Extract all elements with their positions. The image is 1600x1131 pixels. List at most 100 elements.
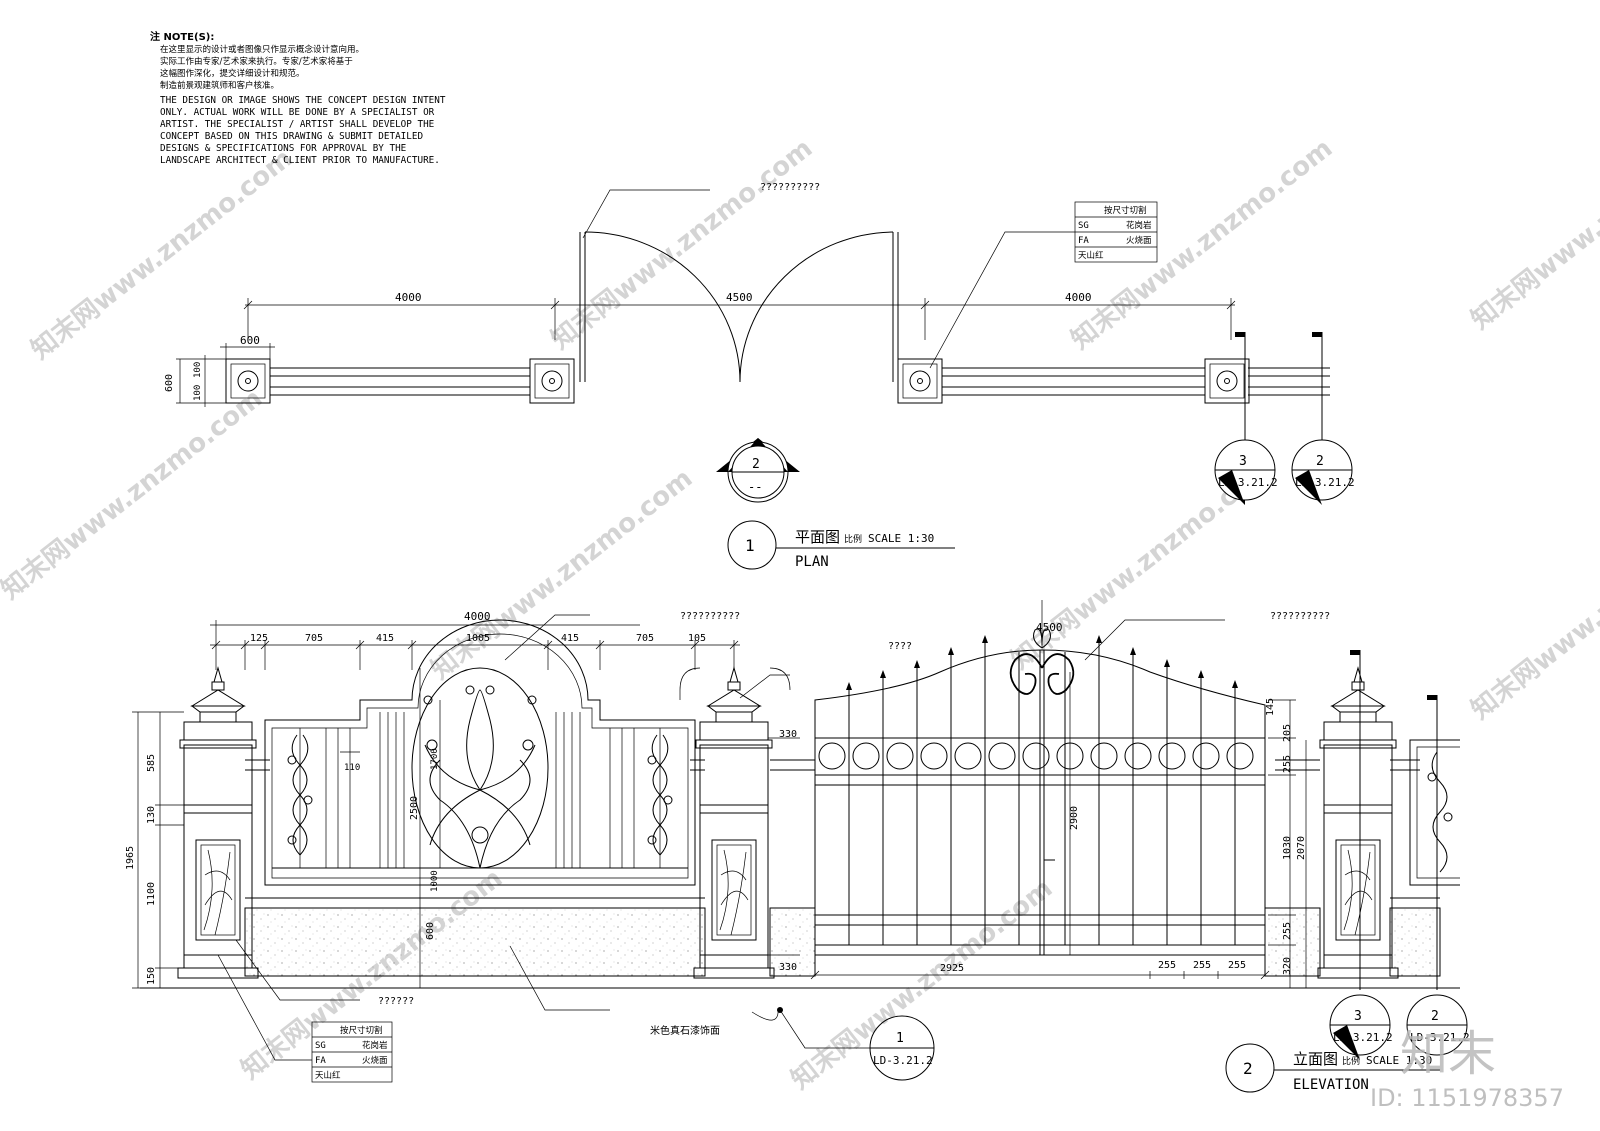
section-num: 1 [896, 1031, 904, 1046]
plan-pier [225, 358, 271, 404]
note-cn-line: 实际工作由专家/艺术家来执行。专家/艺术家将基于 [160, 56, 353, 67]
plan-scale: SCALE 1:30 [868, 532, 934, 545]
elev-dim-inner: 1700 [430, 748, 440, 770]
notes-header: 注 NOTE(S): [150, 30, 214, 43]
plan-dim-depth: 600 [164, 374, 175, 392]
section-marker-elev-2: 2 LD-3.21.2 [1406, 695, 1470, 1056]
elev-dim-total-right: 4500 [1036, 621, 1063, 634]
material-color: 天山红 [1078, 250, 1104, 261]
section-ref: LD-3.21.2 [1410, 1031, 1470, 1044]
gate-ring-row [818, 742, 1254, 770]
material-finish: 火烧面 [1126, 235, 1152, 246]
material-head: 按尺寸切割 [340, 1025, 383, 1036]
plan-gate-callout: ?????????? [760, 182, 820, 193]
elev-dim-inner: 330 [779, 962, 797, 973]
watermark-text: 知末网www.znzmo.com [26, 143, 298, 365]
material-color: 天山红 [315, 1070, 341, 1081]
elev-dim-top: 415 [376, 633, 394, 644]
elev-dim-ticks-top [211, 620, 739, 670]
plan-scale-cn: 比例 [844, 533, 862, 545]
note-cn-line: 在这里显示的设计或者图像只作显示概念设计意向用。 [160, 44, 364, 55]
elev-material-table: 按尺寸切割 SG 花岗岩 FA 火烧面 天山红 [311, 1021, 393, 1083]
note-en-line: LANDSCAPE ARCHITECT & CLIENT PRIOR TO MA… [160, 155, 440, 166]
section-ref: LD-3.21.2 [1218, 476, 1278, 489]
elev-dim-inner: 255 [1158, 960, 1176, 971]
elevation-scale-cn: 比例 [1342, 1055, 1360, 1067]
plan-pier [1204, 358, 1250, 404]
material-finish: 火烧面 [362, 1055, 388, 1066]
plan-dim-left: 4000 [395, 291, 422, 304]
note-en-line: CONCEPT BASED ON THIS DRAWING & SUBMIT D… [160, 131, 423, 142]
gate-spikes [846, 635, 1238, 705]
watermark-text: 知末网www.znzmo.com [1466, 113, 1600, 335]
brand-watermark: 知末 ID: 1151978357 [1370, 1026, 1564, 1112]
section-marker-elev-3: 3 LD-3.21.2 [1329, 650, 1393, 1060]
brand-logo: 知末 [1400, 1026, 1496, 1082]
section-ref: -- [748, 480, 762, 494]
elevation-title-en: ELEVATION [1293, 1077, 1369, 1093]
elevation-title-cn: 立面图 [1293, 1050, 1338, 1068]
material-name: 花岗岩 [1126, 220, 1152, 231]
ornamental-fence-panel [264, 619, 696, 886]
section-num: 3 [1239, 454, 1247, 469]
elev-dim-total-left: 4000 [464, 610, 491, 623]
elev-dim-inner: 110 [344, 763, 360, 773]
note-en-line: ONLY. ACTUAL WORK WILL BE DONE BY A SPEC… [160, 107, 435, 118]
plan-title-cn: 平面图 [795, 528, 840, 546]
side-scroll-ornament [647, 734, 673, 856]
note-cn-line: 制造前景观建筑师和客户核准。 [160, 80, 279, 91]
material-code: SG [1078, 221, 1089, 231]
section-ref: LD-3.21.2 [873, 1054, 933, 1067]
elevation-title-num: 2 [1243, 1059, 1253, 1078]
section-num: 3 [1354, 1009, 1362, 1024]
section-marker-plan-2: 2 -- [716, 438, 800, 503]
elev-dim-left: 585 [146, 754, 157, 772]
plan-dim-pier: 600 [240, 334, 260, 347]
elev-dim-inner: 600 [425, 922, 436, 940]
elev-dim-inner: 2500 [409, 796, 420, 820]
main-gate [814, 628, 1266, 956]
section-num: 2 [1316, 454, 1324, 469]
notes-block: 注 NOTE(S): 在这里显示的设计或者图像只作显示概念设计意向用。 实际工作… [150, 30, 446, 166]
note-en-line: DESIGNS & SPECIFICATIONS FOR APPROVAL BY… [160, 143, 406, 154]
elev-dim-inner: 330 [779, 729, 797, 740]
section-marker-plan-2b: 2 LD-3.21.2 [1291, 332, 1355, 505]
material-code: SG [315, 1041, 326, 1051]
plan-title: 1 平面图 比例 SCALE 1:30 PLAN [727, 520, 955, 570]
elev-dim-left-total: 1965 [125, 846, 136, 870]
elev-dim-top: 415 [561, 633, 579, 644]
elevation-title: 2 立面图 比例 SCALE 1:30 ELEVATION [1225, 1043, 1440, 1093]
elevation-view: 4000 125 705 415 1005 415 705 105 4500 ?… [125, 600, 1470, 1093]
elev-dim-inner: 2900 [1069, 806, 1080, 830]
plan-title-en: PLAN [795, 554, 829, 570]
elev-dim-right: 255 [1282, 755, 1293, 773]
elev-dim-right: 205 [1282, 724, 1293, 742]
elev-dim-right-total: 2070 [1296, 836, 1307, 860]
section-marker-elev-1: 1 LD-3.21.2 [869, 1015, 935, 1081]
elev-callout-left: ?????????? [680, 611, 740, 622]
elev-dim-right: 320 [1282, 957, 1293, 975]
elev-dim-inner: 1000 [430, 870, 440, 892]
elev-dim-inner: 255 [1228, 960, 1246, 971]
plan-view: ?????????? 4000 4500 4000 600 600 100 10… [164, 182, 1355, 570]
side-scroll-ornament [287, 734, 313, 856]
section-ref: LD-3.21.2 [1333, 1031, 1393, 1044]
elev-dim-right: 1030 [1282, 836, 1293, 860]
plan-title-num: 1 [745, 536, 755, 555]
elev-dim-left: 130 [146, 806, 157, 824]
section-ref: LD-3.21.2 [1295, 476, 1355, 489]
note-en-line: ARTIST. THE SPECIALIST / ARTIST SHALL DE… [160, 119, 434, 130]
ornamental-fence-panel-partial [1409, 739, 1460, 886]
elev-dim-top: 1005 [466, 633, 490, 644]
elevation-scale: SCALE 1:30 [1366, 1054, 1432, 1067]
image-id: ID: 1151978357 [1370, 1084, 1564, 1112]
elev-dim-right: 145 [1265, 698, 1276, 716]
note-cn-line: 这幅图作深化，提交详细设计和规范。 [160, 68, 305, 79]
plan-pier [529, 358, 575, 404]
watermark-text: 知末网www.znzmo.com [1066, 133, 1338, 355]
section-marker-plan-3: 3 LD-3.21.2 [1214, 332, 1278, 505]
elev-dim-inner: 255 [1193, 960, 1211, 971]
elev-dim-left: 1100 [146, 882, 157, 906]
material-code: FA [315, 1056, 326, 1066]
